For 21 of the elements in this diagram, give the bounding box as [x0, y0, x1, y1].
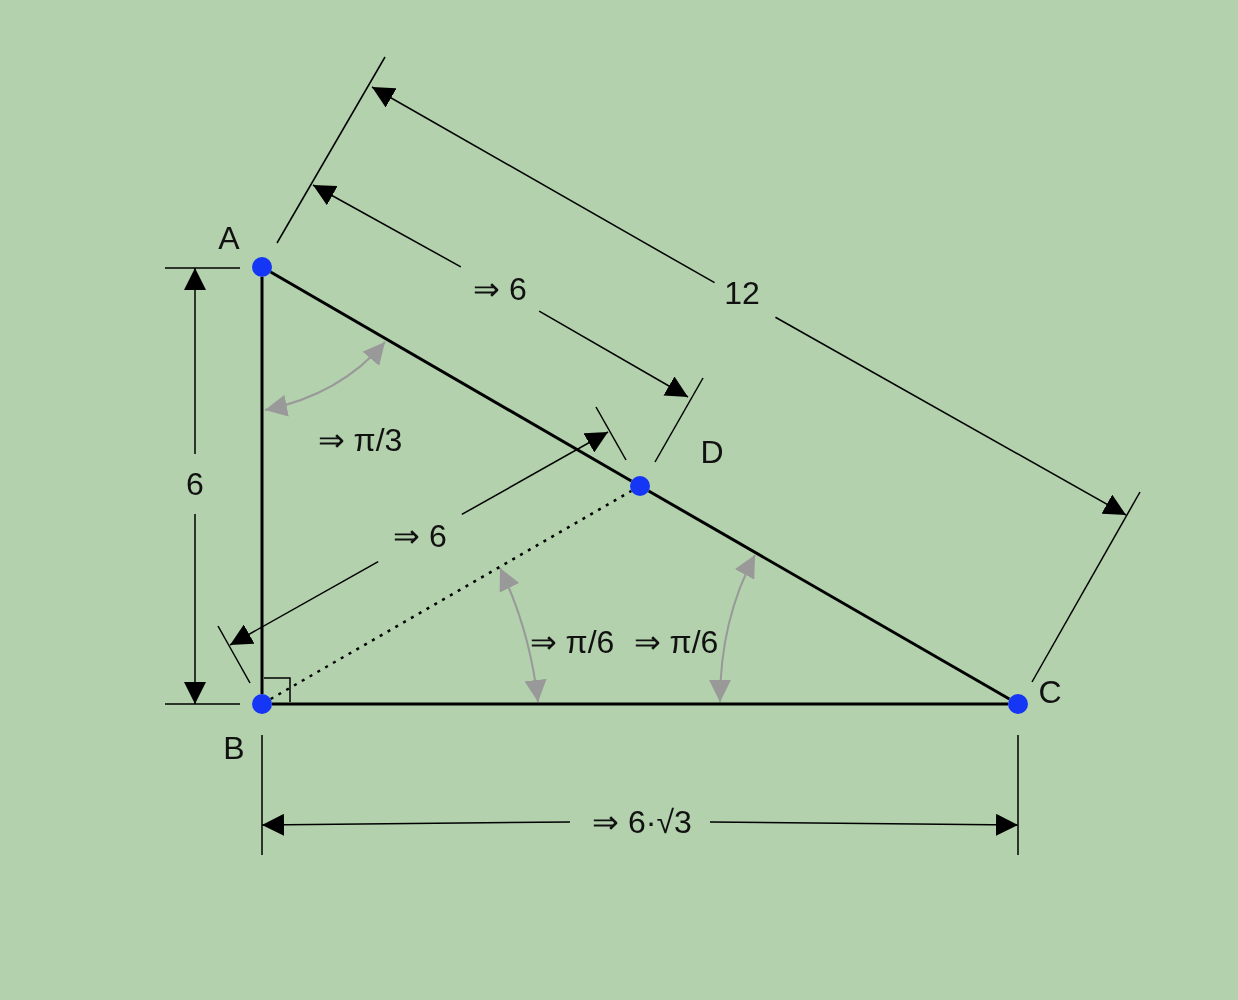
dimension-label: ⇒ 6	[473, 273, 527, 305]
triangle-side	[647, 489, 1011, 701]
point-label: C	[1038, 676, 1062, 708]
point-label: B	[223, 732, 245, 764]
dimension-label: 6	[186, 468, 204, 500]
angle-label: ⇒ π/6	[529, 626, 615, 658]
point-dot	[630, 476, 650, 496]
point-dot	[252, 694, 272, 714]
point-label: A	[218, 222, 240, 254]
dimension-label: ⇒ 6·√3	[592, 806, 692, 838]
triangle-side	[260, 277, 264, 694]
dotted-line	[270, 489, 632, 701]
point-dot	[252, 257, 272, 277]
angle-label: ⇒ π/3	[317, 424, 403, 456]
dimension-label: 12	[724, 277, 760, 309]
angle-label: ⇒ π/6	[633, 626, 719, 658]
point-dot	[1008, 694, 1028, 714]
point-label: D	[700, 436, 724, 468]
dimension-label: ⇒ 6	[393, 520, 447, 552]
triangle-side	[272, 702, 1008, 706]
triangle-side	[269, 270, 633, 483]
